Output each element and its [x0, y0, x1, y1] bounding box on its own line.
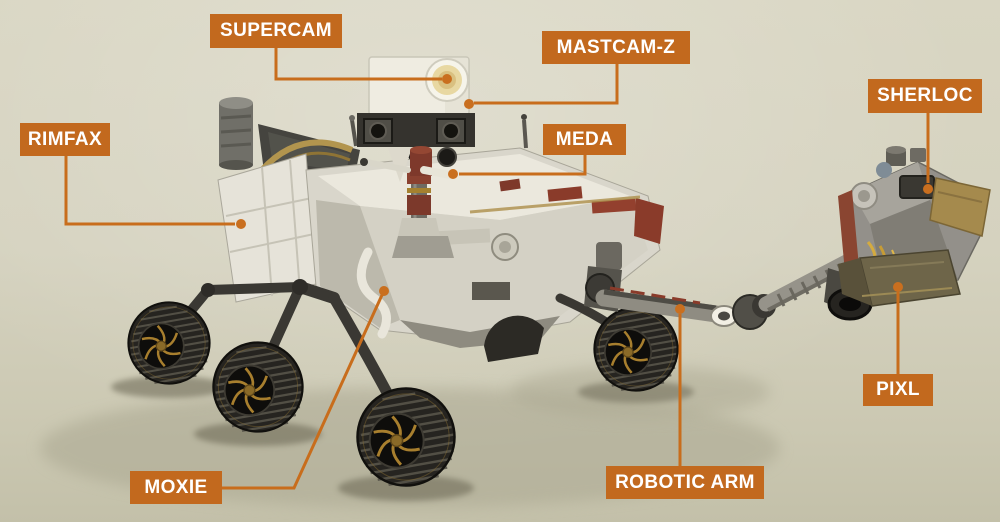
- leader-line-supercam: [274, 48, 442, 81]
- rover-body: [217, 97, 664, 362]
- callout-dot-moxie: [379, 286, 389, 296]
- callout-dot-sherloc: [923, 184, 933, 194]
- leader-line-moxie: [222, 294, 384, 490]
- callout-dot-meda: [448, 169, 458, 179]
- robotic-arm-illustration: [584, 146, 991, 330]
- mast-and-cameras: [349, 56, 475, 258]
- callout-dot-mastcam-z: [464, 99, 474, 109]
- label-supercam: SUPERCAM: [210, 14, 342, 48]
- leader-line-rimfax: [64, 156, 235, 226]
- label-meda: MEDA: [543, 124, 626, 155]
- label-mastcam-z: MASTCAM-Z: [542, 31, 690, 64]
- label-rimfax: RIMFAX: [20, 123, 110, 156]
- callout-dot-robotic-arm: [675, 304, 685, 314]
- leader-line-meda: [459, 155, 587, 176]
- leader-line-mastcam-z: [474, 64, 619, 105]
- label-moxie: MOXIE: [130, 471, 222, 504]
- label-robotic-arm: ROBOTIC ARM: [606, 466, 764, 499]
- label-sherloc: SHERLOC: [868, 79, 982, 113]
- callout-dot-pixl: [893, 282, 903, 292]
- label-pixl: PIXL: [863, 374, 933, 406]
- callout-dot-supercam: [442, 74, 452, 84]
- callout-dot-rimfax: [236, 219, 246, 229]
